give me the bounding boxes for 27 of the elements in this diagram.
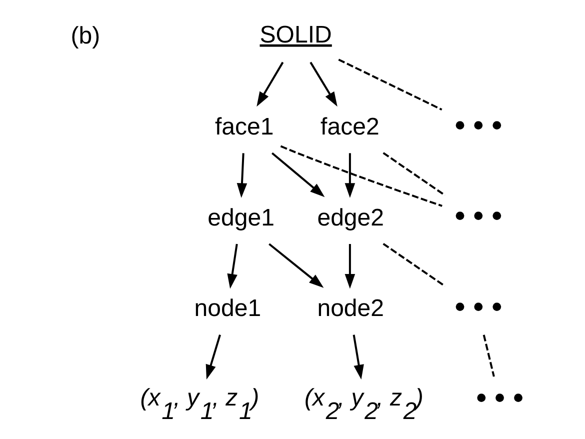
- arrow: [344, 244, 356, 289]
- arrow: [310, 62, 338, 107]
- node-text: face2: [320, 114, 380, 141]
- arrow: [268, 243, 324, 288]
- arrow: [227, 244, 238, 289]
- arrow: [236, 153, 248, 198]
- node-text: node1: [194, 295, 262, 322]
- node-text: edge2: [317, 204, 384, 232]
- node-text: • • •: [454, 108, 502, 142]
- arrow: [272, 152, 325, 198]
- node-text: • • •: [454, 200, 502, 233]
- connector: [280, 145, 442, 207]
- arrow: [344, 153, 356, 198]
- node-text: edge1: [208, 204, 274, 232]
- label: (b): [70, 22, 100, 50]
- arrow: [352, 334, 364, 380]
- node-text: face1: [215, 114, 274, 141]
- arrow: [256, 62, 284, 107]
- connector: [382, 152, 446, 196]
- arrow: [206, 334, 221, 380]
- connector: [338, 58, 442, 111]
- node-text: SOLID: [260, 21, 332, 48]
- connector: [382, 242, 446, 288]
- connector: [482, 334, 495, 377]
- node-text: • • •: [476, 381, 524, 414]
- node-text: node2: [317, 295, 384, 322]
- node-text: • • •: [454, 290, 502, 324]
